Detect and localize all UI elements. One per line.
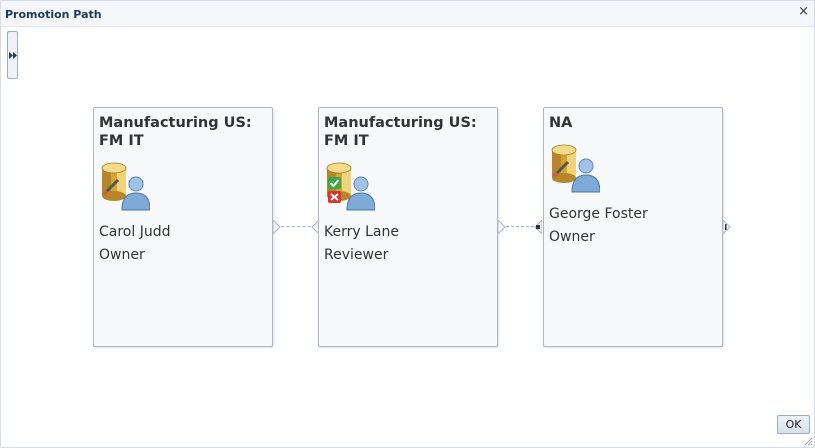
dialog-titlebar: Promotion Path ×	[1, 1, 814, 27]
promotion-card-2[interactable]: Manufacturing US: FM IT Kerry Lane Revie…	[318, 107, 498, 347]
double-chevron-right-icon	[9, 52, 17, 59]
connector-port-left-icon	[534, 220, 542, 234]
promotion-card-1[interactable]: Manufacturing US: FM IT Carol Judd Owner	[93, 107, 273, 347]
connector-line	[281, 226, 311, 227]
card-user-name: Kerry Lane	[324, 224, 399, 240]
connector-line	[506, 226, 534, 227]
dialog-title: Promotion Path	[5, 8, 102, 21]
card-user-role: Owner	[549, 229, 595, 245]
connector-port-right-icon	[273, 220, 281, 234]
card-user-role: Reviewer	[324, 247, 389, 263]
panel-expand-button[interactable]	[7, 31, 18, 79]
ok-button[interactable]: OK	[777, 415, 810, 434]
close-icon[interactable]: ×	[798, 4, 809, 19]
card-title: Manufacturing US: FM IT	[99, 115, 252, 149]
card-title: Manufacturing US: FM IT	[324, 115, 477, 149]
card-title: NA	[549, 115, 573, 131]
card-user-name: Carol Judd	[99, 224, 171, 240]
resize-grip-icon[interactable]	[804, 437, 812, 445]
connector-port-left-icon	[311, 220, 319, 234]
owner-database-user-icon	[551, 144, 600, 193]
connector-port-right-icon	[498, 220, 506, 234]
connector-port-right-icon	[723, 220, 731, 234]
owner-database-user-icon	[101, 162, 150, 211]
card-user-name: George Foster	[549, 206, 648, 222]
promotion-card-3[interactable]: NA George Foster Owner	[543, 107, 723, 347]
reviewer-database-user-icon	[326, 162, 375, 211]
card-user-role: Owner	[99, 247, 145, 263]
